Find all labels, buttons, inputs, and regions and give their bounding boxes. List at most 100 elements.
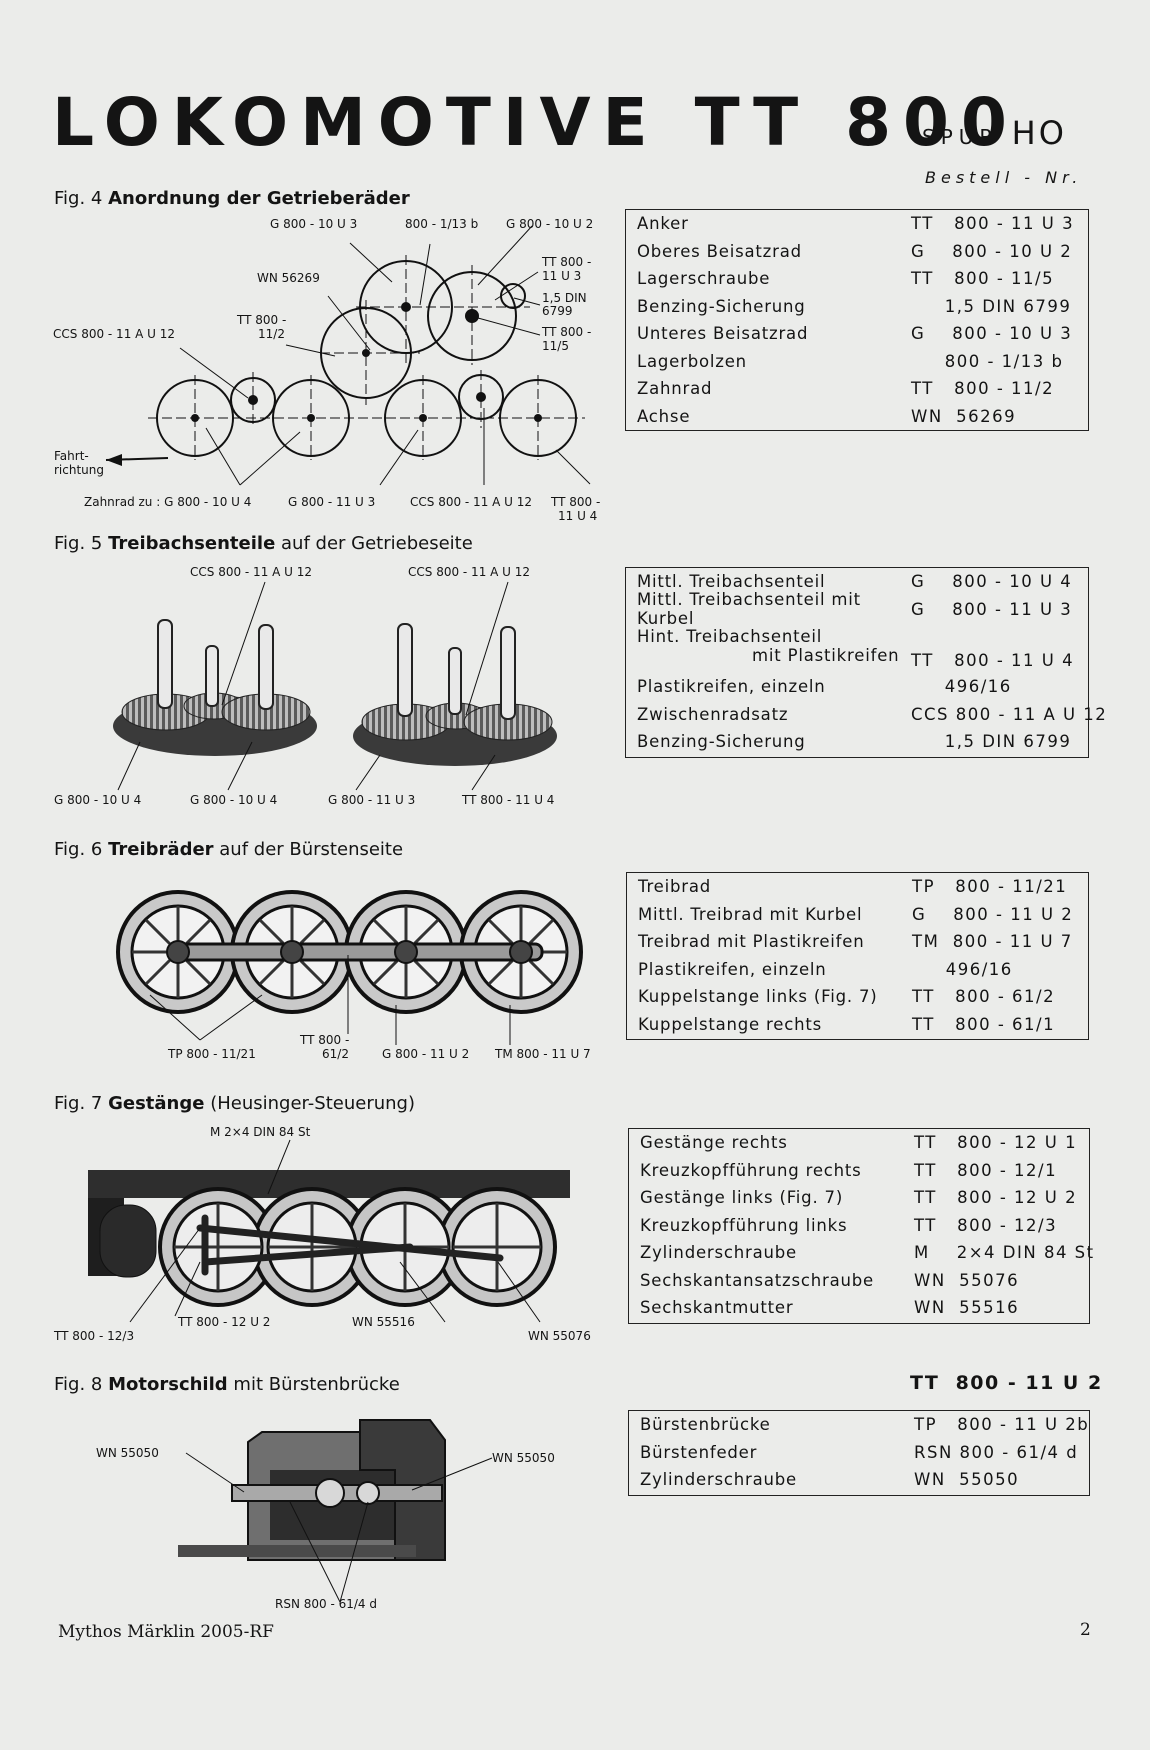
part-number: G 800 - 10 U 3	[911, 324, 1073, 344]
fig5-number: Fig. 5	[54, 533, 103, 554]
part-number: WN 56269	[911, 406, 1017, 426]
motor-shield-drawing	[178, 1419, 493, 1603]
fig4-number: Fig. 4	[54, 188, 103, 209]
table-row: Plastikreifen, einzeln 496/16	[627, 956, 1088, 984]
table-row: Benzing-Sicherung 1,5 DIN 6799	[626, 728, 1088, 756]
fig4-label-ccs: CCS 800 - 11 A U 12	[53, 327, 176, 341]
fig6-label-tp: TP 800 - 11/21	[168, 1047, 256, 1061]
table-row: Oberes Beisatzrad G 800 - 10 U 2	[626, 238, 1088, 266]
valve-gear-drawing	[88, 1139, 570, 1323]
part-name: Mittl. Treibachsenteil mit Kurbel	[637, 590, 861, 629]
fig8-caption: Fig. 8 Motorschild mit Bürstenbrücke	[54, 1374, 400, 1395]
fig4-label-tt800115-a: TT 800 -	[542, 325, 592, 339]
fig8-subtitle: mit Bürstenbrücke	[233, 1374, 400, 1395]
fig4-label-tt800112-a: TT 800 -	[237, 313, 287, 327]
drive-wheels-drawing	[116, 890, 583, 1045]
fig4-label-tt80011u4-a: TT 800 -	[551, 495, 601, 509]
part-number: TT 800 - 11/5	[911, 269, 1055, 289]
part-number: G 800 - 10 U 4	[911, 572, 1073, 592]
part-number: TP 800 - 11/21	[912, 877, 1068, 897]
part-number: WN 55050	[914, 1470, 1020, 1490]
part-name: Zwischenradsatz	[637, 704, 789, 724]
fig5-title: Treibachsenteile	[108, 533, 276, 554]
part-number: TT 800 - 11 U 4	[911, 651, 1075, 670]
fig5-label-g10u4-b: G 800 - 10 U 4	[190, 793, 278, 807]
footer-source: Mythos Märklin 2005-RF	[58, 1622, 274, 1642]
fig4-label-din-b: 6799	[542, 304, 573, 318]
part-number: G 800 - 11 U 3	[911, 599, 1073, 619]
spur-prefix: SPUR	[922, 125, 1000, 149]
table-row: Mittl. Treibachsenteil mit Kurbel G 800 -…	[626, 590, 1088, 628]
table-row: Lagerbolzen 800 - 1/13 b	[626, 348, 1088, 376]
fig5-parts-table: Mittl. Treibachsenteil G 800 - 10 U 4 Mit…	[625, 567, 1106, 758]
part-name: Lagerschraube	[637, 269, 771, 289]
fig4-label-tt80011u3-b: 11 U 3	[542, 269, 582, 283]
part-number: 1,5 DIN 6799	[911, 296, 1072, 316]
part-name: Anker	[637, 214, 689, 234]
part-number: G 800 - 11 U 2	[912, 904, 1074, 924]
fig7-label-wn55516: WN 55516	[352, 1315, 415, 1329]
part-name: Zylinderschraube	[640, 1470, 798, 1490]
part-number: WN 55076	[914, 1270, 1020, 1290]
fig7-label-tt123: TT 800 - 12/3	[54, 1329, 135, 1343]
fig4-label-fahrt-2: richtung	[54, 463, 105, 477]
gear-diagram	[105, 225, 591, 486]
part-name: Benzing-Sicherung	[637, 296, 806, 316]
fig4-title: Anordnung der Getrieberäder	[108, 188, 410, 209]
table-row: Kuppelstange links (Fig. 7)TT 800 - 61/2	[627, 983, 1088, 1011]
part-number: TP 800 - 11 U 2b	[914, 1415, 1090, 1435]
fig5-subtitle: auf der Getriebeseite	[281, 533, 473, 554]
part-name: Mittl. Treibrad mit Kurbel	[638, 904, 863, 924]
page-title: LOKOMOTIVE TT 800	[52, 84, 1019, 161]
part-number: 496/16	[912, 959, 1013, 979]
fig4-label-800113b: 800 - 1/13 b	[405, 217, 479, 231]
part-number: 800 - 1/13 b	[911, 351, 1064, 371]
fig5-label-tt11u4: TT 800 - 11 U 4	[462, 793, 555, 807]
fig5-label-ccs-left: CCS 800 - 11 A U 12	[190, 565, 313, 579]
fig4-label-wn56269: WN 56269	[257, 271, 320, 285]
part-number: TT 800 - 12 U 2	[914, 1188, 1078, 1208]
motor-shield-number: TT 800 - 11 U 2	[910, 1372, 1103, 1394]
part-number: 496/16	[911, 677, 1012, 697]
part-name: Mittl. Treibachsenteil	[637, 572, 826, 592]
part-number: TT 800 - 12/3	[914, 1215, 1058, 1235]
fig8-label-wn-left: WN 55050	[96, 1446, 159, 1460]
fig8-label-rsn: RSN 800 - 61/4 d	[275, 1597, 377, 1611]
table-row: Mittl. Treibachsenteil G 800 - 10 U 4	[626, 568, 1088, 596]
part-number: TT 800 - 11/2	[911, 379, 1055, 399]
part-name: Zylinderschraube	[640, 1243, 798, 1263]
fig4-label-zahnrad-zu: Zahnrad zu : G 800 - 10 U 4	[84, 495, 252, 509]
fig5-label-ccs-right: CCS 800 - 11 A U 12	[408, 565, 531, 579]
fig5-label-g10u4-a: G 800 - 10 U 4	[54, 793, 142, 807]
part-number: 1,5 DIN 6799	[911, 732, 1072, 752]
part-number: CCS 800 - 11 A U 12	[911, 704, 1108, 724]
part-name: Kreuzkopfführung rechts	[640, 1160, 862, 1180]
fig6-label-tm: TM 800 - 11 U 7	[495, 1047, 591, 1061]
part-name: Achse	[637, 406, 691, 426]
fig6-title: Treibräder	[108, 839, 214, 860]
part-number: TT 800 - 11 U 3	[911, 214, 1075, 234]
fig6-label-tt-a: TT 800 -	[300, 1033, 350, 1047]
part-name: Oberes Beisatzrad	[637, 241, 802, 261]
fig4-label-tt80011u3-a: TT 800 -	[542, 255, 592, 269]
table-row: Benzing-Sicherung 1,5 DIN 6799	[626, 293, 1088, 321]
fig7-caption: Fig. 7 Gestänge (Heusinger-Steuerung)	[54, 1093, 415, 1114]
fig4-label-ccs-bottom: CCS 800 - 11 A U 12	[410, 495, 533, 509]
fig5-caption: Fig. 5 Treibachsenteile auf der Getriebe…	[54, 533, 473, 554]
fig7-label-wn55076: WN 55076	[528, 1329, 591, 1343]
part-name: Bürstenfeder	[640, 1442, 758, 1462]
part-name: Plastikreifen, einzeln	[637, 677, 826, 697]
order-number-heading: Bestell - Nr.	[925, 168, 1083, 187]
part-number: G 800 - 10 U 2	[911, 241, 1073, 261]
fig4-label-g80010u3: G 800 - 10 U 3	[270, 217, 358, 231]
part-number: TM 800 - 11 U 7	[912, 932, 1073, 952]
